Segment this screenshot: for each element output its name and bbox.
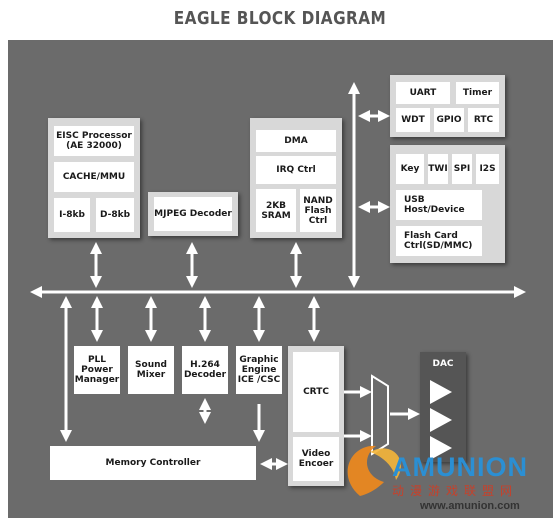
dac-triangle-2 — [430, 408, 452, 432]
rtc-block: RTC — [468, 108, 499, 132]
h264-decoder-block: H.264 Decoder — [182, 346, 228, 394]
sound-mixer-block: Sound Mixer — [128, 346, 174, 394]
watermark-url: www.amunion.com — [420, 500, 520, 512]
amunion-logo-icon — [347, 445, 401, 496]
dac-label: DAC — [432, 359, 454, 369]
pll-power-manager-block: PLL Power Manager — [74, 346, 120, 394]
flash-card-ctrl-block: Flash Card Ctrl(SD/MMC) — [396, 226, 482, 256]
uart-block: UART — [396, 82, 450, 104]
spi-block: SPI — [452, 154, 472, 184]
graphic-engine-block: Graphic Engine ICE /CSC — [236, 346, 282, 394]
nand-flash-ctrl-block: NAND Flash Ctrl — [300, 189, 336, 232]
d-cache-block: D-8kb — [96, 198, 134, 232]
video-encoder-block: Video Encoer — [293, 437, 339, 481]
mjpeg-decoder-block: MJPEG Decoder — [154, 197, 232, 231]
sram-block: 2KB SRAM — [256, 189, 296, 232]
twi-block: TWI — [428, 154, 448, 184]
wdt-block: WDT — [396, 108, 430, 132]
i2s-block: I2S — [476, 154, 499, 184]
watermark-brand: AMUNION — [392, 452, 528, 482]
dac-triangles — [430, 380, 452, 460]
watermark-subtitle: 动漫游戏联盟网 — [392, 484, 519, 498]
dma-block: DMA — [256, 130, 336, 152]
memory-controller-block: Memory Controller — [50, 446, 256, 480]
dac-triangle-3 — [430, 436, 452, 460]
usb-block: USB Host/Device — [396, 190, 482, 220]
i-cache-block: I-8kb — [54, 198, 90, 232]
eisc-processor-block: EISC Processor (AE 32000) — [54, 126, 134, 156]
key-block: Key — [396, 154, 424, 184]
crtc-block: CRTC — [293, 352, 339, 432]
diagram-title: EAGLE BLOCK DIAGRAM — [173, 8, 387, 29]
gpio-block: GPIO — [434, 108, 464, 132]
irq-ctrl-block: IRQ Ctrl — [256, 156, 336, 184]
cache-mmu-block: CACHE/MMU — [54, 162, 134, 192]
video-mux — [371, 374, 389, 456]
dac-triangle-1 — [430, 380, 452, 404]
timer-block: Timer — [456, 82, 499, 104]
